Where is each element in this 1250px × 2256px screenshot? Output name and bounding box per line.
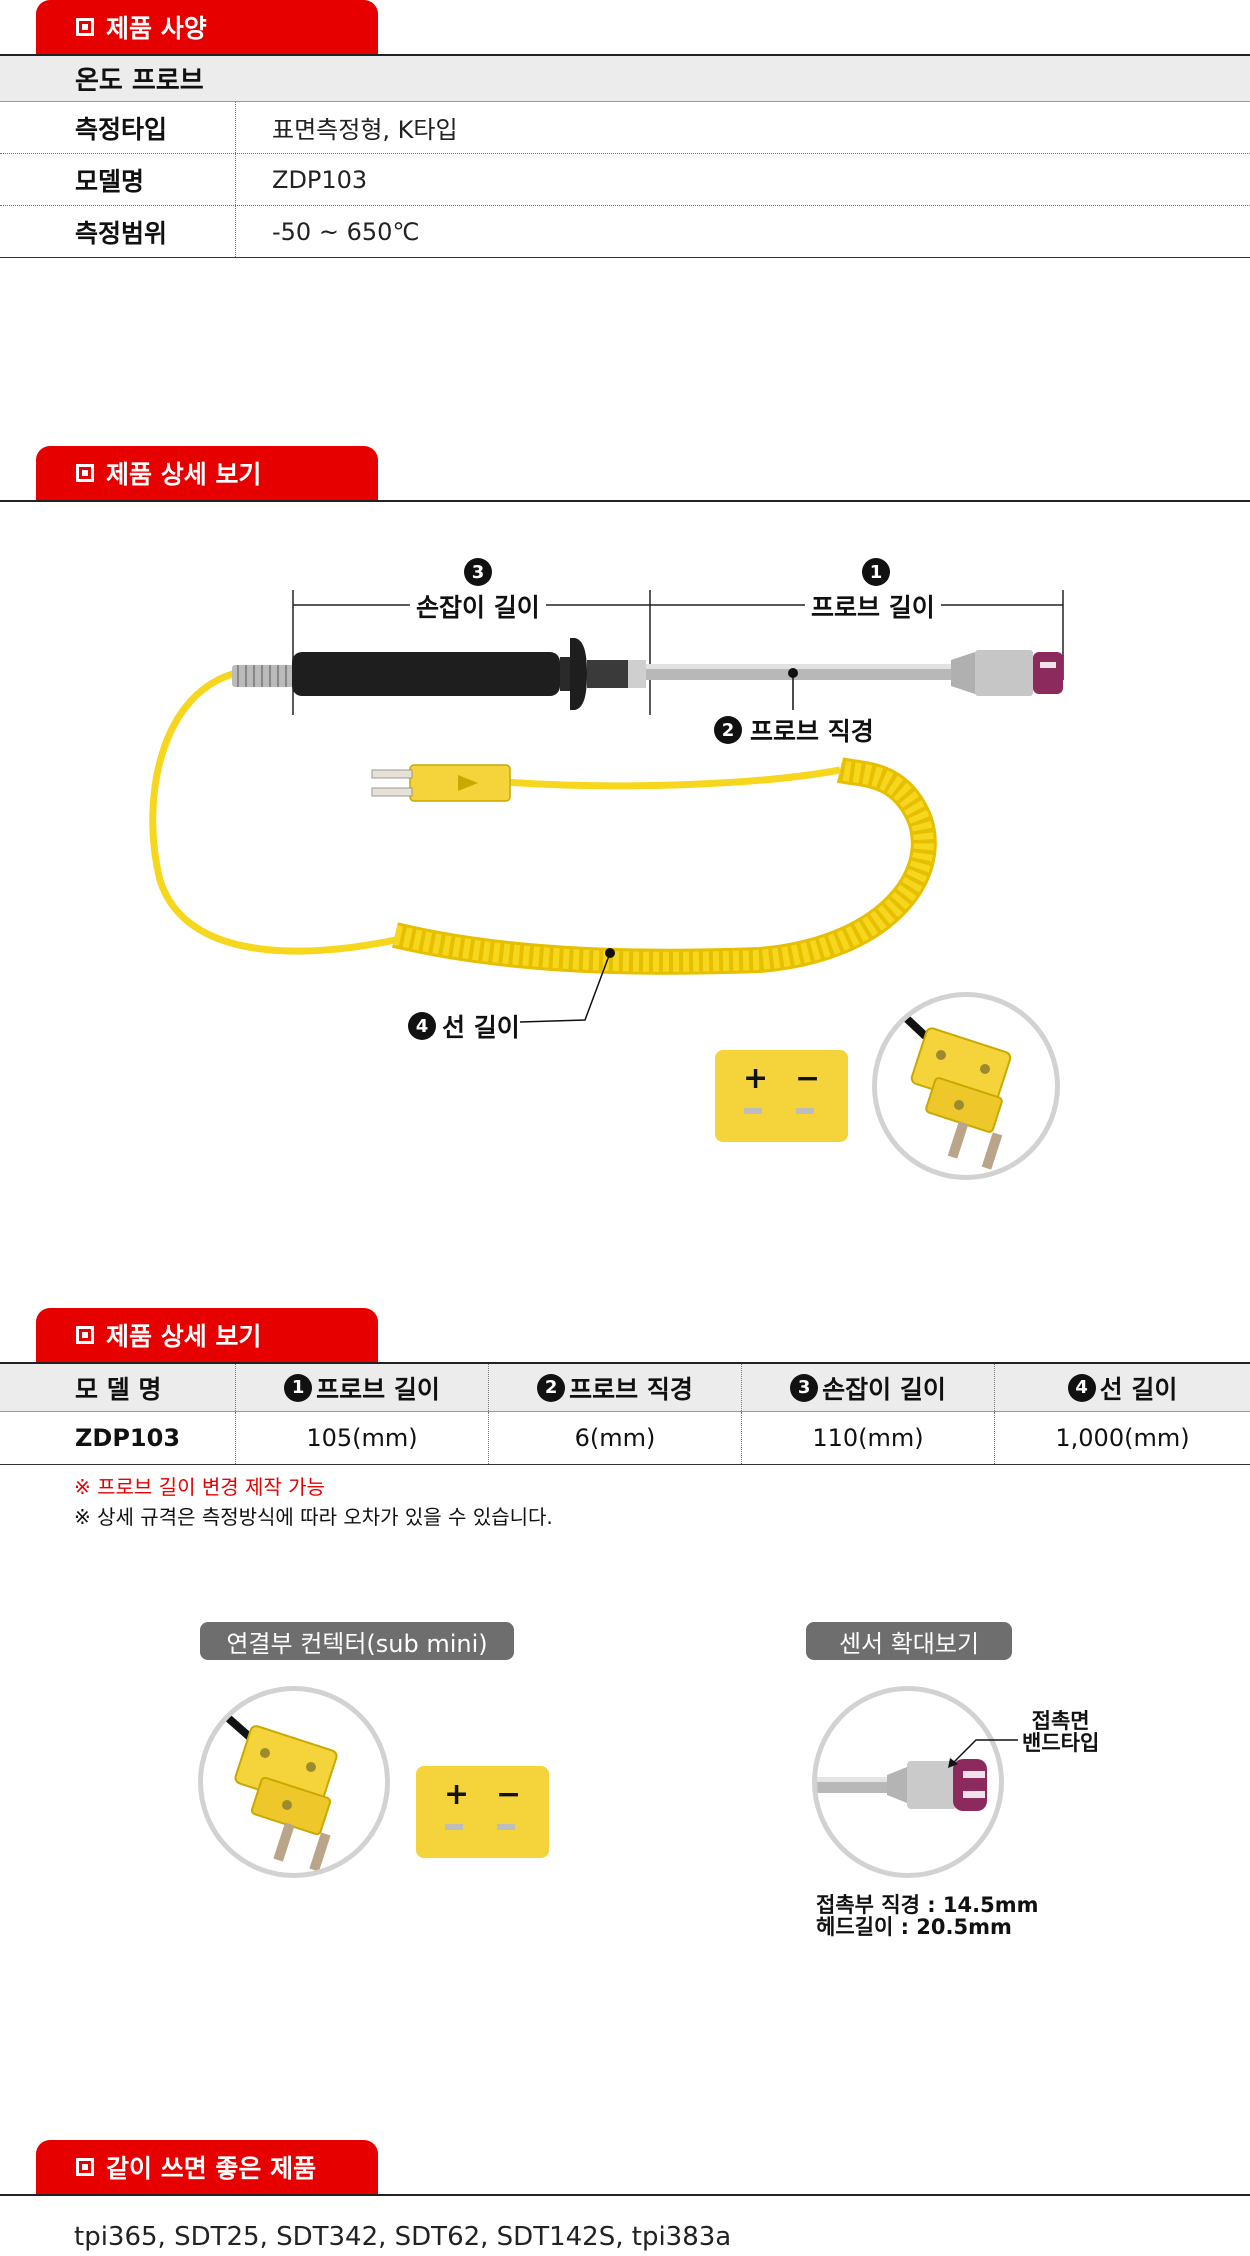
spec-value: ZDP103 <box>272 165 368 194</box>
sensor-spec-head-length: 헤드길이 : 20.5mm <box>816 1915 1012 1939</box>
pin-slot <box>445 1824 463 1830</box>
column-header-probe-length: 1 프로브 길이 <box>236 1364 489 1411</box>
spec-table: 온도 프로브 측정타입 표면측정형, K타입 모델명 ZDP103 측정범위 -… <box>0 54 1250 258</box>
section-tab-spec: 제품 사양 <box>36 0 378 54</box>
pin-slot <box>796 1108 814 1114</box>
table-cell: 6(mm) <box>489 1412 742 1464</box>
spec-value: -50 ~ 650℃ <box>272 217 420 246</box>
pin-slot <box>744 1108 762 1114</box>
notes: ※ 프로브 길이 변경 제작 가능 ※ 상세 규격은 측정방식에 따라 오차가 … <box>74 1472 553 1532</box>
spec-label: 측정타입 <box>0 102 236 153</box>
connector-closeup-circle <box>872 992 1060 1180</box>
sensor-spec-diameter: 접촉부 직경 : 14.5mm <box>816 1893 1039 1917</box>
marker-4: 4 <box>1067 1373 1096 1402</box>
square-bullet-icon <box>76 18 94 36</box>
contact-pointer <box>948 1739 1018 1768</box>
section-title: 제품 사양 <box>106 14 207 43</box>
section-title: 제품 상세 보기 <box>106 1322 262 1351</box>
plus-icon: + <box>743 1061 769 1096</box>
marker-3: 3 <box>790 1373 819 1402</box>
marker-4: 4 <box>408 1012 436 1040</box>
handle-length-label: 손잡이 길이 <box>410 588 546 624</box>
connector-title-pill: 연결부 컨텍터(sub mini) <box>200 1622 514 1660</box>
plus-icon: + <box>444 1777 470 1812</box>
marker-2: 2 <box>714 716 742 744</box>
sensor-specs: 접촉부 직경 : 14.5mm 헤드길이 : 20.5mm <box>816 1894 1039 1938</box>
column-header: 손잡이 길이 <box>822 1374 946 1404</box>
probe-diameter-callout: 2 프로브 직경 <box>714 712 874 748</box>
connector-plug-image <box>224 1714 338 1872</box>
marker-3: 3 <box>464 558 492 586</box>
section-title: 같이 쓰면 좋은 제품 <box>106 2154 317 2183</box>
square-bullet-icon <box>76 464 94 482</box>
spec-label: 모델명 <box>0 154 236 205</box>
section-tab-related: 같이 쓰면 좋은 제품 <box>36 2140 378 2194</box>
probe-diameter-label: 프로브 직경 <box>750 717 874 746</box>
marker-1: 1 <box>284 1373 313 1402</box>
column-header: 프로브 길이 <box>316 1374 440 1404</box>
contact-label-line1: 접촉면 <box>1031 1709 1090 1733</box>
column-header-probe-diameter: 2 프로브 직경 <box>489 1364 742 1411</box>
polarity-box: + − <box>715 1050 848 1142</box>
column-header-cable-length: 4 선 길이 <box>995 1364 1250 1411</box>
spec-value: 표면측정형, K타입 <box>272 116 458 144</box>
probe-length-label: 프로브 길이 <box>805 588 941 624</box>
sensor-closeup-circle <box>812 1686 1004 1878</box>
table-cell: 1,000(mm) <box>1055 1424 1190 1452</box>
column-header: 선 길이 <box>1099 1374 1178 1404</box>
dimension-table: 모 델 명 1 프로브 길이 2 프로브 직경 3 손잡이 길이 4 선 길이 … <box>0 1362 1250 1465</box>
table-header-row: 모 델 명 1 프로브 길이 2 프로브 직경 3 손잡이 길이 4 선 길이 <box>0 1364 1250 1412</box>
sensor-title-pill: 센서 확대보기 <box>806 1622 1012 1660</box>
table-row: ZDP103 105(mm) 6(mm) 110(mm) 1,000(mm) <box>0 1412 1250 1464</box>
spec-row: 측정범위 -50 ~ 650℃ <box>0 206 1250 258</box>
minus-icon: − <box>496 1777 522 1812</box>
column-header: 프로브 직경 <box>569 1374 693 1404</box>
cable-length-label: 선 길이 <box>442 1013 520 1042</box>
column-header-handle-length: 3 손잡이 길이 <box>742 1364 995 1411</box>
table-cell: 110(mm) <box>742 1412 995 1464</box>
note-custom-length: ※ 프로브 길이 변경 제작 가능 <box>74 1475 325 1499</box>
minus-icon: − <box>795 1061 821 1096</box>
sensor-head-image <box>817 1759 987 1811</box>
table-cell: 105(mm) <box>236 1412 489 1464</box>
spec-row: 모델명 ZDP103 <box>0 154 1250 206</box>
pin-slot <box>497 1824 515 1830</box>
cable-length-callout: 4 선 길이 <box>408 1008 520 1044</box>
section-tab-detail-table: 제품 상세 보기 <box>36 1308 378 1362</box>
section-title: 제품 상세 보기 <box>106 460 262 489</box>
marker-1: 1 <box>862 558 890 586</box>
spec-row: 측정타입 표면측정형, K타입 <box>0 102 1250 154</box>
section-tab-detail: 제품 상세 보기 <box>36 446 378 500</box>
table-cell-model: ZDP103 <box>0 1412 236 1464</box>
column-header: 모 델 명 <box>0 1364 236 1411</box>
spec-table-header: 온도 프로브 <box>0 54 1250 102</box>
square-bullet-icon <box>76 1326 94 1344</box>
connector-plug-image <box>902 1014 1012 1170</box>
spec-label: 측정범위 <box>0 206 236 257</box>
section-divider <box>0 2194 1250 2196</box>
square-bullet-icon <box>76 2158 94 2176</box>
contact-surface-label: 접촉면 밴드타입 <box>1022 1710 1099 1754</box>
related-products-list: tpi365, SDT25, SDT342, SDT62, SDT142S, t… <box>74 2222 732 2252</box>
contact-label-line2: 밴드타입 <box>1022 1731 1100 1755</box>
section-divider <box>0 500 1250 502</box>
probe-diagram <box>149 590 1064 1023</box>
marker-2: 2 <box>537 1373 566 1402</box>
connector-polarity-box: + − <box>416 1766 549 1858</box>
connector-circle <box>198 1686 390 1878</box>
note-tolerance: ※ 상세 규격은 측정방식에 따라 오차가 있을 수 있습니다. <box>74 1505 553 1529</box>
